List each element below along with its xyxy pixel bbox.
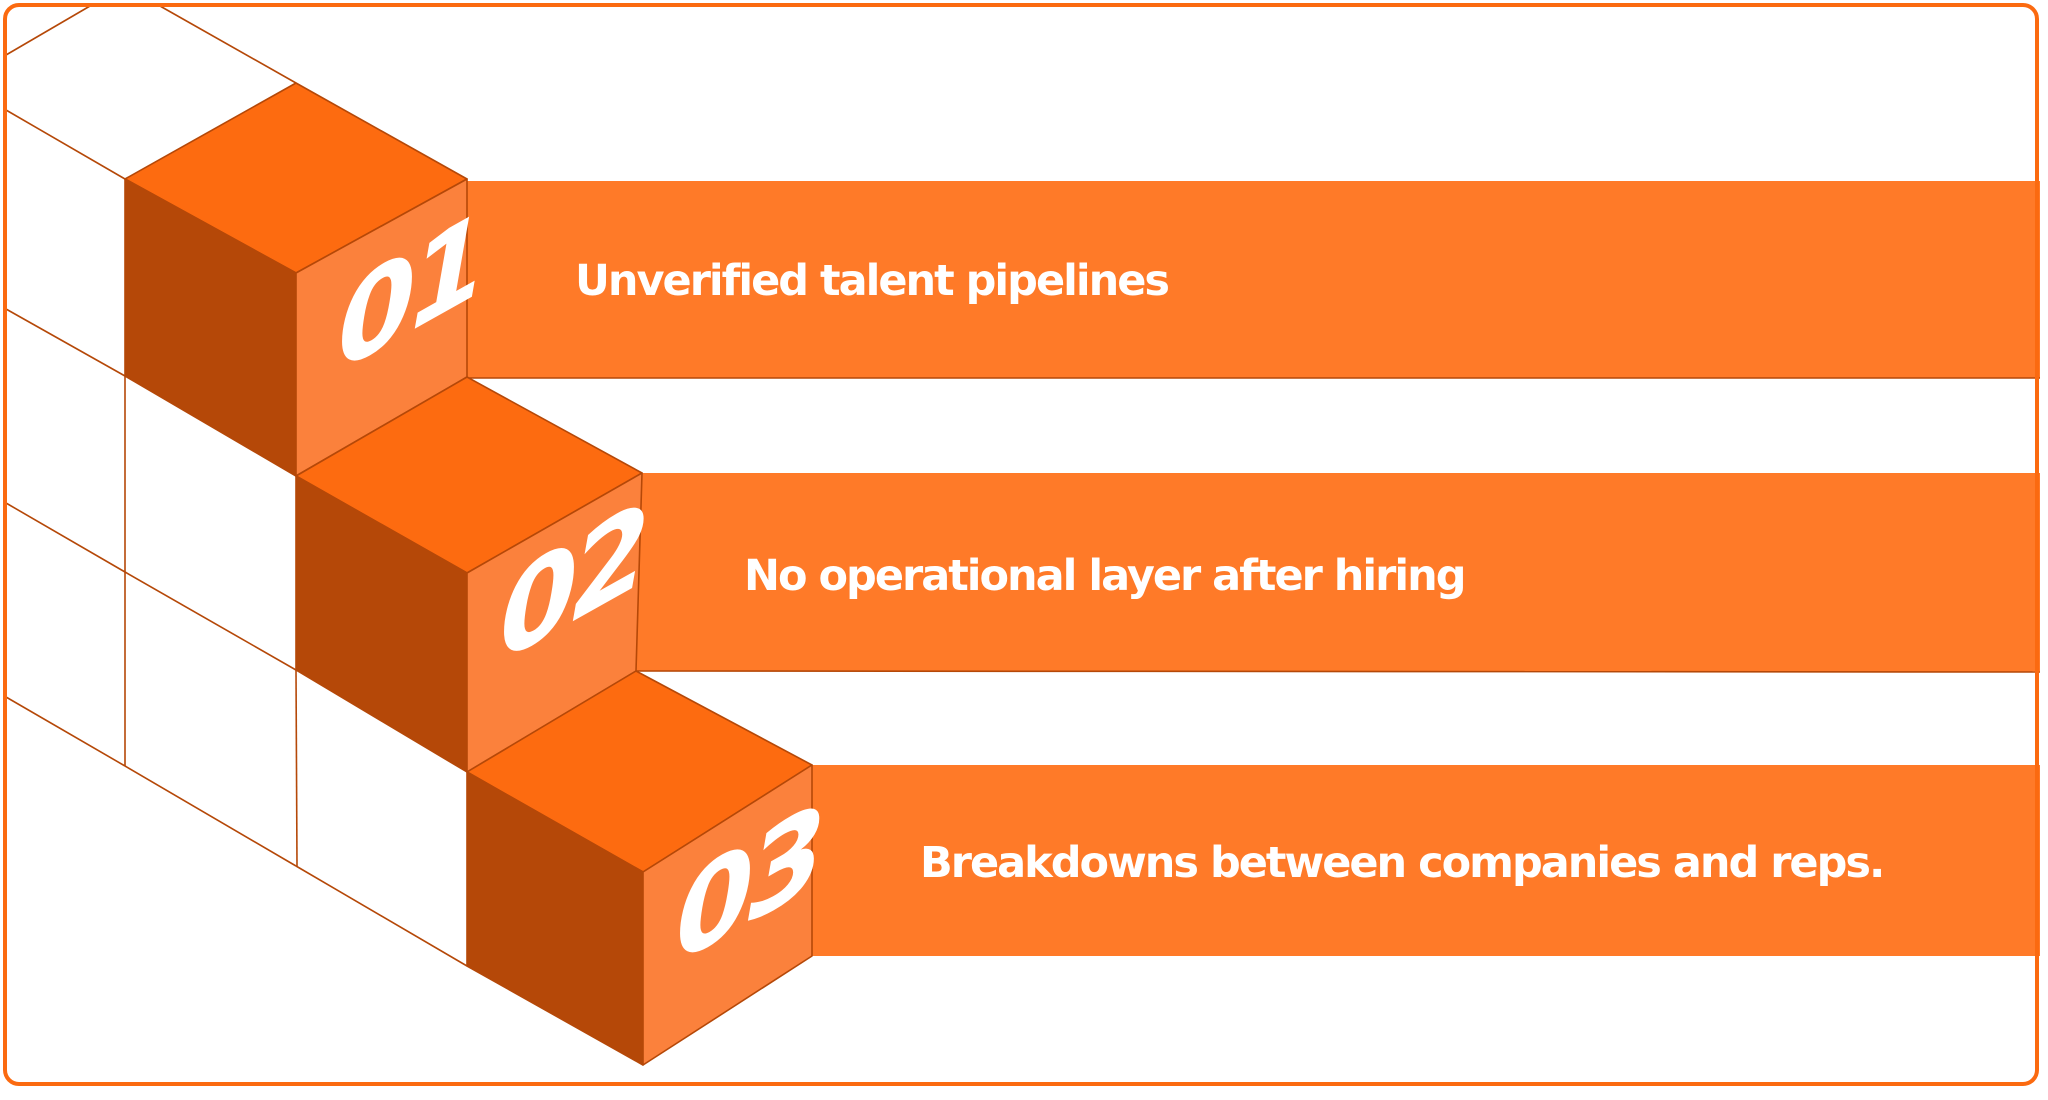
grid-line xyxy=(124,765,297,867)
cube-03 xyxy=(466,670,813,1066)
grid-line xyxy=(159,5,297,84)
step-label-02: No operational layer after hiring xyxy=(744,551,1465,601)
band-1 xyxy=(467,181,2040,378)
band-2 xyxy=(636,473,2040,672)
bands xyxy=(467,181,2041,956)
isometric-grid xyxy=(5,5,468,967)
grid-line xyxy=(295,865,468,967)
grid-line xyxy=(5,502,126,573)
grid-line xyxy=(5,696,126,767)
grid-line xyxy=(295,669,298,867)
band-3 xyxy=(812,765,2040,956)
step-label-01: Unverified talent pipelines xyxy=(575,256,1168,306)
grid-line xyxy=(5,109,126,180)
step-label-03: Breakdowns between companies and reps. xyxy=(920,838,1883,888)
grid-line xyxy=(5,5,91,56)
cube-03-right xyxy=(642,764,813,1066)
grid-line xyxy=(124,571,297,671)
cube-02 xyxy=(295,376,643,773)
band-2-edge xyxy=(635,670,2041,673)
grid-line xyxy=(5,308,126,377)
